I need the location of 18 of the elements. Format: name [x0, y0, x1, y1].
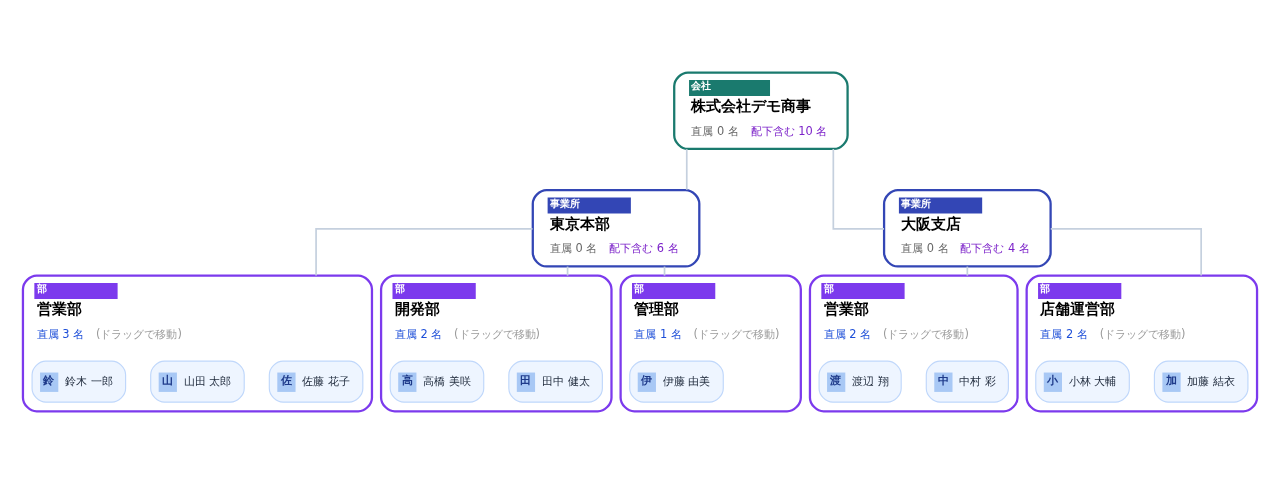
- node-box: 田 田中 健太: [508, 360, 603, 403]
- node-box: 高 高橋 美咲: [389, 360, 485, 403]
- node-box: 小 小林 大輔: [1035, 360, 1130, 403]
- node-box: 鈴 鈴木 一郎: [31, 360, 127, 403]
- connector: [315, 227, 534, 276]
- node-box: 会社 株式会社デモ商事 直属 0 名 配下含む 10 名: [673, 70, 849, 150]
- connector: [1049, 227, 1202, 276]
- node-box: 中 中村 彩: [925, 360, 1009, 403]
- node-box: 事業所 大阪支店 直属 0 名 配下含む 4 名: [882, 188, 1052, 268]
- node-box: 渡 渡辺 翔: [818, 360, 902, 403]
- node-box: 加 加藤 結衣: [1153, 360, 1249, 403]
- node-box: 山 山田 太郎: [150, 360, 245, 403]
- connector: [832, 147, 885, 230]
- connector: [685, 147, 688, 191]
- node-box: 佐 佐藤 花子: [268, 360, 364, 403]
- node-box: 事業所 東京本部 直属 0 名 配下含む 6 名: [531, 188, 701, 268]
- node-box: 伊 伊藤 由美: [629, 360, 724, 403]
- connector: [966, 265, 969, 276]
